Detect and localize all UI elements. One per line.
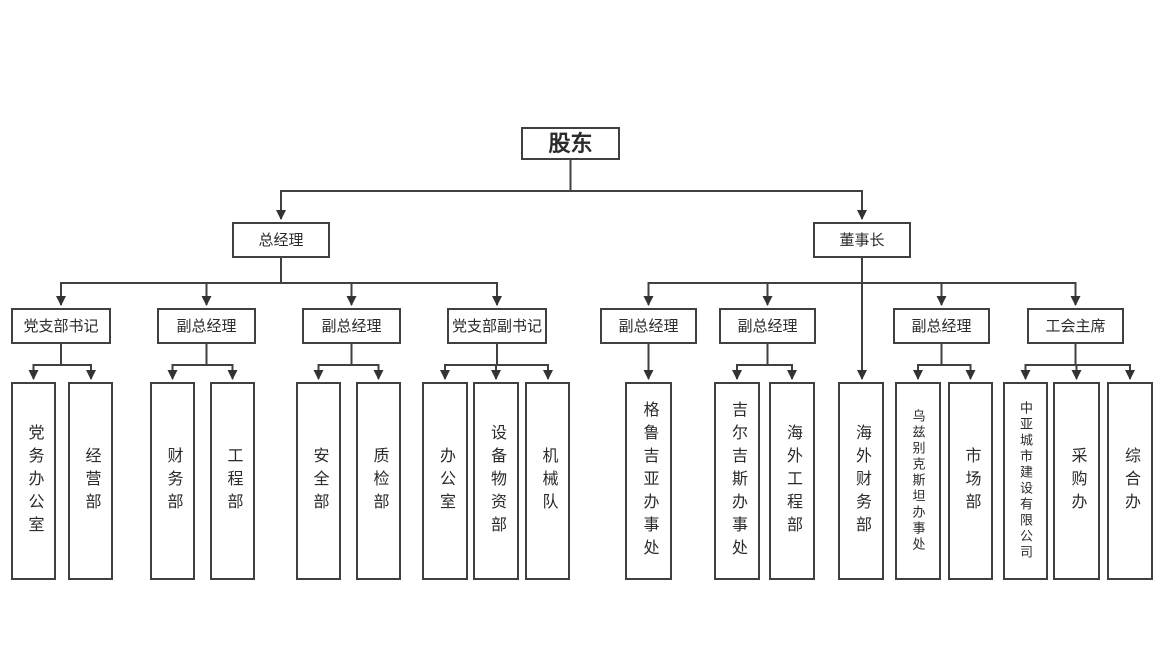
node-label: 副总经理 [618, 317, 679, 335]
node-office[interactable]: 办公室 [422, 382, 468, 580]
node-deputy-gm-a[interactable]: 副总经理 [157, 308, 256, 344]
node-central-asia-company[interactable]: 中亚城市建设有限公司 [1003, 382, 1048, 580]
node-chairman[interactable]: 董事长 [813, 222, 911, 258]
node-label: 党务办公室 [25, 423, 43, 539]
node-general-office[interactable]: 综合办 [1107, 382, 1153, 580]
node-deputy-gm-e[interactable]: 副总经理 [893, 308, 990, 344]
node-label: 安全部 [310, 446, 328, 516]
node-label: 乌兹别克斯坦办事处 [910, 409, 926, 553]
node-overseas-finance-dept[interactable]: 海外财务部 [838, 382, 884, 580]
node-safety-dept[interactable]: 安全部 [296, 382, 341, 580]
node-label: 副总经理 [911, 317, 972, 335]
node-kyrgyzstan-office[interactable]: 吉尔吉斯办事处 [714, 382, 760, 580]
node-label: 设备物资部 [488, 423, 505, 539]
node-label: 经营部 [82, 446, 100, 516]
node-finance-dept[interactable]: 财务部 [150, 382, 195, 580]
node-quality-dept[interactable]: 质检部 [356, 382, 401, 580]
node-engineering-dept[interactable]: 工程部 [210, 382, 255, 580]
node-label: 海外财务部 [853, 423, 870, 539]
node-label: 党支部书记 [23, 317, 99, 335]
node-party-affairs-office[interactable]: 党务办公室 [11, 382, 56, 580]
node-deputy-gm-b[interactable]: 副总经理 [302, 308, 401, 344]
node-label: 工会主席 [1045, 317, 1106, 335]
node-operations-dept[interactable]: 经营部 [68, 382, 113, 580]
node-label: 总经理 [258, 231, 304, 249]
node-equipment-materials-dept[interactable]: 设备物资部 [473, 382, 519, 580]
node-overseas-engineering-dept[interactable]: 海外工程部 [769, 382, 815, 580]
node-label: 副总经理 [321, 317, 382, 335]
node-machinery-team[interactable]: 机械队 [525, 382, 570, 580]
node-party-secretary[interactable]: 党支部书记 [11, 308, 111, 344]
node-label: 中亚城市建设有限公司 [1018, 401, 1033, 561]
node-label: 股东 [548, 130, 593, 156]
node-deputy-gm-c[interactable]: 副总经理 [600, 308, 697, 344]
node-uzbekistan-office[interactable]: 乌兹别克斯坦办事处 [895, 382, 941, 580]
node-label: 格鲁吉亚办事处 [640, 400, 658, 562]
node-label: 董事长 [839, 231, 885, 249]
node-label: 综合办 [1122, 446, 1139, 516]
node-label: 财务部 [164, 446, 182, 516]
node-union-chairman[interactable]: 工会主席 [1027, 308, 1124, 344]
node-label: 吉尔吉斯办事处 [729, 400, 746, 562]
node-label: 质检部 [370, 446, 388, 516]
node-market-dept[interactable]: 市场部 [948, 382, 993, 580]
node-label: 副总经理 [737, 317, 798, 335]
node-deputy-party-secretary[interactable]: 党支部副书记 [447, 308, 547, 344]
node-deputy-gm-d[interactable]: 副总经理 [719, 308, 816, 344]
node-general-manager[interactable]: 总经理 [232, 222, 330, 258]
node-procurement-office[interactable]: 采购办 [1053, 382, 1100, 580]
node-label: 机械队 [539, 446, 557, 516]
node-label: 采购办 [1068, 446, 1086, 516]
node-label: 市场部 [962, 446, 980, 516]
node-label: 副总经理 [176, 317, 237, 335]
node-label: 工程部 [224, 446, 242, 516]
node-shareholders[interactable]: 股东 [521, 127, 620, 160]
node-label: 海外工程部 [784, 423, 801, 539]
node-label: 办公室 [437, 446, 454, 516]
node-label: 党支部副书记 [451, 317, 542, 335]
node-georgia-office[interactable]: 格鲁吉亚办事处 [625, 382, 672, 580]
